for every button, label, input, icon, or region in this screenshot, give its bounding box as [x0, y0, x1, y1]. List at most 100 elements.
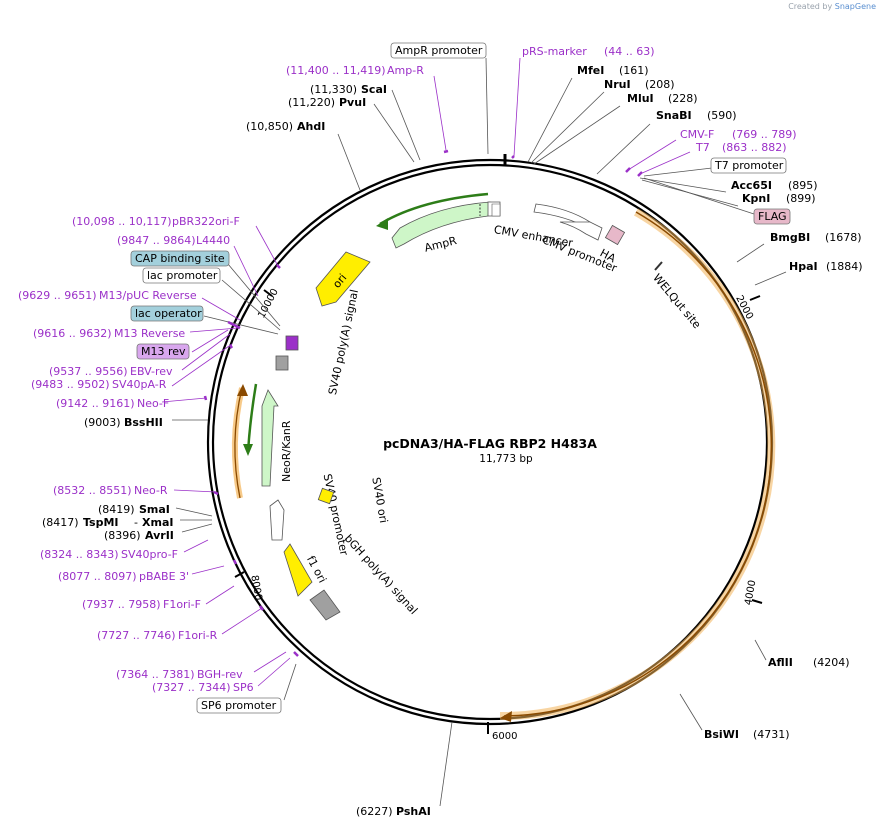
site-tspmi-pos: (8417) [42, 516, 79, 529]
site-hpai: HpaI [789, 260, 818, 273]
box-lac-operator: lac operator [130, 305, 204, 322]
primer-amp-r-pos: (11,400 .. 11,419) [286, 64, 386, 77]
primer-neo-f-pos: (9142 .. 9161) [56, 397, 135, 410]
svg-text:6000: 6000 [492, 731, 517, 742]
primer-bgh-rev: BGH-rev [197, 668, 243, 681]
site-ahdi: AhdI [297, 120, 325, 133]
site-kpni: KpnI [742, 192, 770, 205]
primer-f1ori-r-pos: (7727 .. 7746) [97, 629, 176, 642]
primer-f1ori-r: F1ori-R [178, 629, 218, 642]
site-mfei-pos: (161) [619, 64, 649, 77]
box-cap-binding-site: CAP binding site [130, 250, 230, 267]
site-aflii: AflII [768, 656, 793, 669]
site-scai: ScaI [361, 83, 387, 96]
xmai-dash: - [134, 516, 138, 529]
welqut-shape [654, 261, 663, 271]
snapgene-credit: Created by SnapGene [788, 2, 876, 11]
site-bsiwi-pos: (4731) [753, 728, 790, 741]
site-scai-pos: (11,330) [310, 83, 357, 96]
backbone-inner [211, 163, 769, 721]
boxed-labels: AmpR promoter T7 promoter FLAG CAP bindi… [130, 42, 791, 714]
site-aflii-pos: (4204) [813, 656, 850, 669]
site-snabi: SnaBI [656, 109, 692, 122]
site-smai: SmaI [139, 503, 170, 516]
primer-pbr322ori-f-pos: (10,098 .. 10,117) [72, 215, 172, 228]
primer-t7-pos: (863 .. 882) [722, 141, 787, 154]
box-t7-promoter: T7 promoter [710, 157, 787, 174]
primer-cmv-f-pos: (769 .. 789) [732, 128, 797, 141]
primer-sv40pa-r-pos: (9483 .. 9502) [31, 378, 110, 391]
site-xmai: XmaI [142, 516, 173, 529]
primer-f1ori-f-pos: (7937 .. 7958) [82, 598, 161, 611]
ori-arrow [315, 251, 371, 307]
tick-8000: 8000 [234, 571, 264, 601]
box-m13-rev: M13 rev [136, 343, 190, 360]
small-feature-shape [285, 335, 299, 351]
plasmid-length: 11,773 bp [479, 453, 533, 465]
site-nrui-pos: (208) [645, 78, 675, 91]
primer-marks [203, 149, 643, 657]
primer-neo-f: Neo-F [137, 397, 169, 410]
ampr-orf-arrowhead [376, 218, 388, 230]
box-sp6-promoter: SP6 promoter [196, 697, 282, 714]
enzyme-leaders [172, 57, 787, 807]
cmv-promoter-shape [559, 221, 603, 241]
tick-6000: 6000 [487, 722, 517, 742]
primer-ebv-rev: EBV-rev [130, 365, 173, 378]
site-smai-pos: (8419) [98, 503, 135, 516]
f1-ori-arrow [283, 543, 313, 597]
svg-text:M13 rev: M13 rev [141, 345, 186, 358]
site-kpni-pos: (899) [786, 192, 816, 205]
svg-text:AmpR promoter: AmpR promoter [395, 44, 483, 57]
primer-sv40pro-f: SV40pro-F [121, 548, 178, 561]
site-mlui: MluI [627, 92, 654, 105]
site-bsshii: BssHII [124, 416, 163, 429]
site-bsiwi: BsiWI [704, 728, 739, 741]
sv40-polya-shape [275, 355, 289, 371]
box-flag: FLAG [753, 208, 791, 225]
site-acc65i: Acc65I [731, 179, 772, 192]
svg-text:lac operator: lac operator [135, 307, 202, 320]
ha-tag-shape [604, 224, 626, 246]
primer-cmv-f: CMV-F [680, 128, 714, 141]
neor-green-line [246, 383, 258, 453]
feature-label-sv40-ori: SV40 ori [369, 476, 390, 524]
site-acc65i-pos: (895) [788, 179, 818, 192]
primer-l4440: L4440 [196, 234, 230, 247]
rbp2-orf-line [503, 211, 773, 717]
feature-label-ampr: AmpR [423, 234, 458, 255]
neor-orf-arrowhead [237, 384, 248, 396]
rbp2-orf-arrowhead [500, 711, 512, 722]
neor-green-arrowhead [243, 444, 253, 456]
enzyme-labels: MfeI (161) NruI (208) MluI (228) SnaBI (… [42, 64, 863, 818]
primer-neo-r-pos: (8532 .. 8551) [53, 484, 132, 497]
primer-amp-r: Amp-R [387, 64, 424, 77]
svg-text:10000: 10000 [256, 287, 281, 320]
primer-pbabe-3: pBABE 3' [139, 570, 189, 583]
primer-l4440-pos: (9847 .. 9864) [117, 234, 196, 247]
site-hpai-pos: (1884) [826, 260, 863, 273]
site-tspmi: TspMI [83, 516, 119, 529]
svg-text:FLAG: FLAG [758, 210, 787, 223]
primer-m13-reverse: M13 Reverse [114, 327, 185, 340]
ampr-orf-line [379, 192, 489, 226]
sv40-promoter-shape [269, 499, 285, 541]
primer-pbr322ori-f: pBR322ori-F [172, 215, 240, 228]
primer-sv40pa-r: SV40pA-R [112, 378, 167, 391]
svg-text:T7 promoter: T7 promoter [714, 159, 784, 172]
feature-label-sv40-polya: SV40 poly(A) signal [326, 288, 361, 396]
primer-bgh-rev-pos: (7364 .. 7381) [116, 668, 195, 681]
site-bsshii-pos: (9003) [84, 416, 121, 429]
primer-neo-r: Neo-R [134, 484, 168, 497]
sv40-ori-shape [317, 487, 335, 505]
ampr-promoter-arrow [491, 203, 501, 217]
site-pshai: PshAI [396, 805, 431, 818]
primer-t7: T7 [695, 141, 710, 154]
site-bmgbi: BmgBI [770, 231, 810, 244]
primer-prs-marker: pRS-marker [522, 45, 587, 58]
bgh-polya-shape [309, 589, 341, 621]
box-ampr-promoter: AmpR promoter [390, 42, 487, 59]
site-bmgbi-pos: (1678) [825, 231, 862, 244]
